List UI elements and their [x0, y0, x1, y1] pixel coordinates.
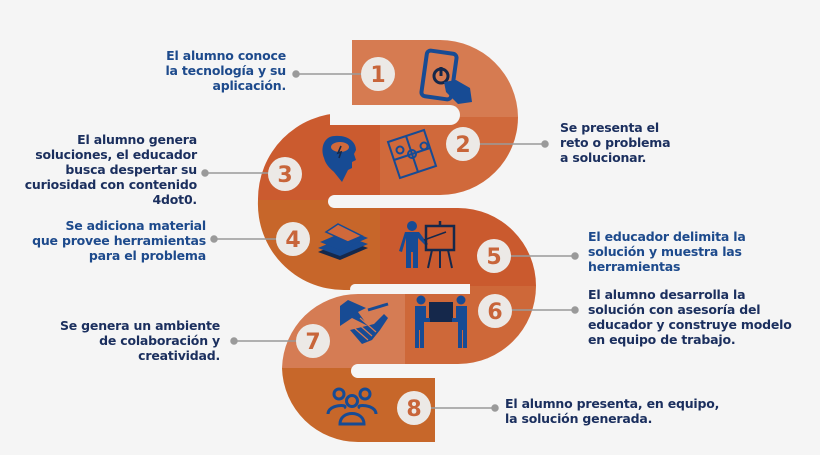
step-6-description: El alumno desarrolla la solución con ase… [588, 287, 820, 347]
step-3-line: soluciones, el educador [35, 147, 197, 162]
segment-4 [257, 200, 380, 291]
step-5-line: herramientas [588, 259, 681, 274]
step-badge-3: 3 [268, 157, 302, 191]
handshake-icon [340, 300, 389, 344]
step-3-line: 4dot0. [152, 192, 198, 207]
gap-4 [351, 364, 470, 378]
step-6-line: en equipo de trabajo. [588, 332, 736, 347]
step-badge-5: 5 [477, 239, 511, 273]
connectors [201, 70, 579, 412]
gap-2 [329, 195, 470, 208]
step-6-line: El alumno desarrolla la [588, 287, 746, 302]
presenter-board-icon [399, 221, 456, 269]
step-2-description: Se presenta el reto o problema a solucio… [560, 120, 710, 165]
step-7-line: de colaboración y [99, 333, 220, 348]
step-7-line: Se genera un ambiente [59, 318, 220, 333]
step-2-line: Se presenta el [560, 120, 659, 135]
svg-text:7: 7 [305, 330, 320, 355]
step-1-line: aplicación. [212, 78, 286, 93]
step-4-line: que provee herramientas [32, 233, 206, 248]
step-7-description: Se genera un ambiente de colaboración y … [20, 318, 220, 363]
step-4-description: Se adiciona material que provee herramie… [10, 218, 206, 263]
svg-text:3: 3 [277, 163, 292, 188]
step-3-line: El alumno genera [77, 132, 197, 147]
step-5-description: El educador delimita la solución y muest… [588, 229, 808, 274]
step-badge-1: 1 [361, 57, 395, 91]
tablet-touch-power-icon [419, 48, 472, 104]
step-3-description: El alumno genera soluciones, el educador… [10, 132, 197, 207]
svg-text:1: 1 [370, 63, 385, 88]
segment-2 [380, 117, 518, 195]
step-8-line: El alumno presenta, en equipo, [505, 396, 720, 411]
paper-stack-icon [318, 223, 368, 260]
gap-3 [351, 284, 470, 294]
puzzle-icon [386, 128, 438, 180]
step-8-description: El alumno presenta, en equipo, la soluci… [505, 396, 765, 426]
step-1-line: El alumno conoce [166, 48, 286, 63]
svg-text:4: 4 [285, 228, 300, 253]
step-8-line: la solución generada. [505, 411, 653, 426]
step-6-line: educador y construye modelo [588, 317, 792, 332]
step-2-line: a solucionar. [560, 150, 647, 165]
svg-text:8: 8 [406, 397, 421, 422]
svg-text:2: 2 [455, 133, 470, 158]
step-3-line: busca despertar su [65, 162, 197, 177]
step-5-line: El educador delimita la [588, 229, 746, 244]
step-7-line: creatividad. [138, 348, 220, 363]
step-4-line: para el problema [88, 248, 206, 263]
svg-text:5: 5 [486, 245, 501, 270]
step-5-line: solución y muestra las [588, 244, 742, 259]
step-4-line: Se adiciona material [65, 218, 206, 233]
step-badge-7: 7 [296, 324, 330, 358]
people-carrying-box-icon [415, 295, 467, 348]
head-brainstorm-icon [322, 135, 356, 182]
svg-text:6: 6 [487, 300, 502, 325]
step-1-line: la tecnología y su [165, 63, 286, 78]
step-badge-8: 8 [397, 391, 431, 425]
step-3-line: curiosidad con contenido [24, 177, 197, 192]
step-2-line: reto o problema [560, 135, 671, 150]
gap-1 [330, 105, 460, 125]
step-badge-4: 4 [276, 222, 310, 256]
step-badge-2: 2 [446, 127, 480, 161]
step-1-description: El alumno conoce la tecnología y su apli… [140, 48, 286, 93]
group-people-icon [326, 387, 378, 426]
step-6-line: solución con asesoría del [588, 302, 761, 317]
step-badge-6: 6 [478, 294, 512, 328]
